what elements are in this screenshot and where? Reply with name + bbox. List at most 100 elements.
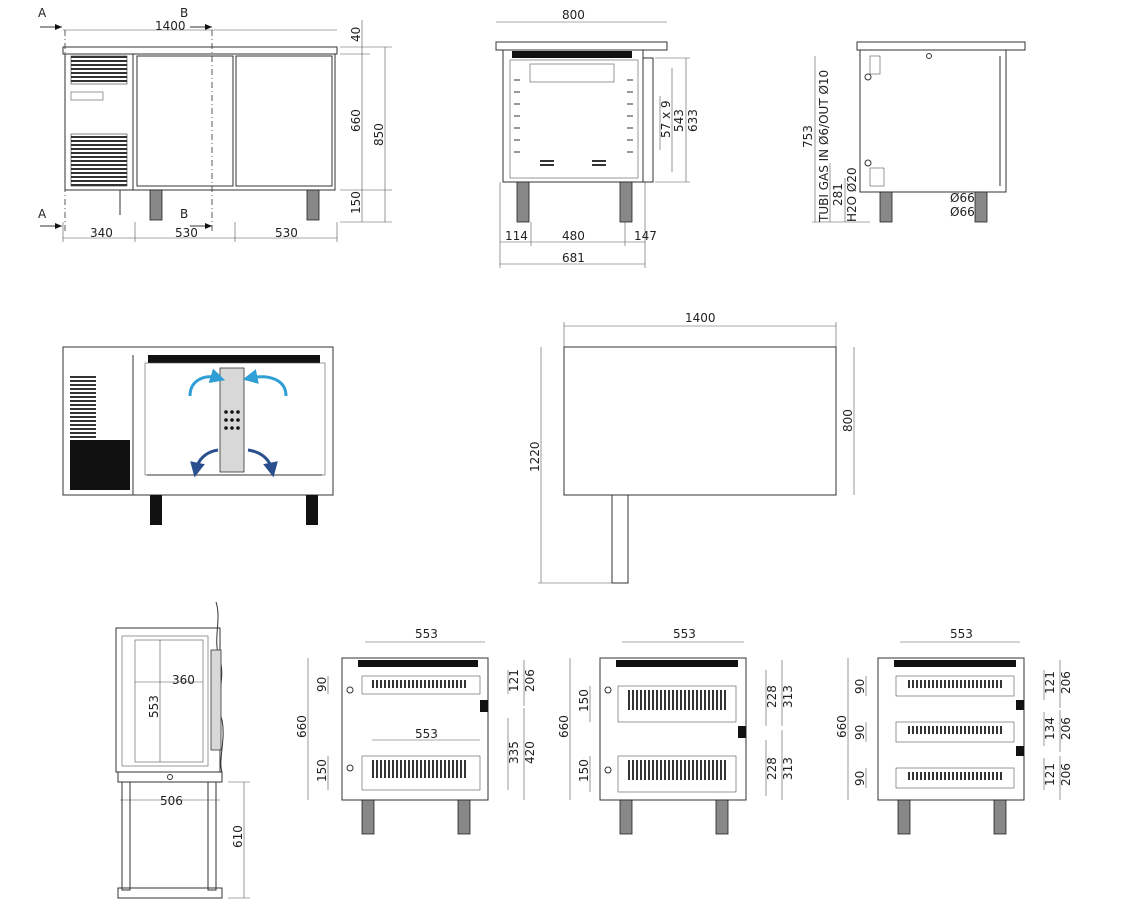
leg bbox=[306, 495, 318, 525]
control-panel bbox=[70, 91, 104, 101]
airflow-arrow-bottom-left-icon bbox=[190, 448, 219, 478]
dim-total-850: 850 bbox=[372, 123, 386, 146]
dim-body-660: 660 bbox=[349, 109, 363, 132]
dim-206c: 206 bbox=[1059, 763, 1073, 786]
dim-90c: 90 bbox=[853, 771, 867, 786]
section-b-label-bottom: B bbox=[180, 207, 188, 221]
leg bbox=[715, 799, 729, 835]
dim-121a: 121 bbox=[1043, 671, 1057, 694]
rear-body bbox=[859, 49, 1007, 193]
dim-506: 506 bbox=[160, 794, 183, 808]
section-inner bbox=[121, 635, 209, 767]
section-a-label-top: A bbox=[38, 6, 47, 20]
dim-753: 753 bbox=[801, 125, 815, 148]
evaporator-bar bbox=[894, 660, 1016, 667]
airflow-arrow-top-left-icon bbox=[188, 368, 226, 397]
arrow-icon bbox=[205, 24, 212, 30]
dim-134: 134 bbox=[1043, 717, 1057, 740]
dim-206a: 206 bbox=[1059, 671, 1073, 694]
dim-150: 150 bbox=[315, 759, 329, 782]
vent-grill-top-icon bbox=[70, 55, 128, 85]
dim-543: 543 bbox=[672, 109, 686, 132]
dim-top-553: 553 bbox=[673, 627, 696, 641]
airflow-cutaway-view bbox=[62, 346, 334, 525]
front-view: A B A B 1400 40 bbox=[38, 6, 392, 242]
water-connection-icon bbox=[864, 159, 872, 167]
dim-660: 660 bbox=[835, 715, 849, 738]
drawer-bottom bbox=[895, 767, 1015, 789]
drawer-grid-icon bbox=[372, 760, 468, 778]
screw-icon bbox=[926, 53, 932, 59]
leg bbox=[993, 799, 1007, 835]
drawer-grid-icon bbox=[628, 760, 726, 780]
drawer-config-2: 553 660 150 150 228 313 228 313 bbox=[557, 627, 795, 835]
drawer-grid-icon bbox=[906, 680, 1004, 688]
dim-150a: 150 bbox=[577, 689, 591, 712]
dim-281: 281 bbox=[831, 183, 845, 206]
dim-660: 660 bbox=[295, 715, 309, 738]
section-b-label-top: B bbox=[180, 6, 188, 20]
drawer-slide bbox=[480, 700, 488, 712]
dim-w-340: 340 bbox=[90, 226, 113, 240]
leg bbox=[879, 191, 893, 223]
dim-610: 610 bbox=[231, 825, 245, 848]
leg bbox=[306, 189, 320, 221]
dim-420: 420 bbox=[523, 741, 537, 764]
drawer-slide bbox=[1016, 700, 1024, 710]
dim-121b: 121 bbox=[1043, 763, 1057, 786]
drawer-grid-icon bbox=[628, 690, 726, 710]
leg bbox=[361, 799, 375, 835]
base-post-left bbox=[121, 781, 131, 891]
drawer-middle bbox=[895, 721, 1015, 743]
base-post-right bbox=[207, 781, 217, 891]
drawer-large bbox=[361, 755, 481, 791]
dim-w-530a: 530 bbox=[175, 226, 198, 240]
dim-206: 206 bbox=[523, 669, 537, 692]
dim-top-553: 553 bbox=[415, 627, 438, 641]
door-right bbox=[235, 55, 333, 187]
dim-633: 633 bbox=[686, 109, 700, 132]
drawer-grid-icon bbox=[372, 680, 468, 688]
dim-228b: 228 bbox=[765, 757, 779, 780]
arrow-icon bbox=[55, 24, 62, 30]
side-worktop bbox=[495, 41, 668, 51]
handle-icon bbox=[604, 766, 612, 774]
section-a-label-bottom: A bbox=[38, 207, 47, 221]
gas-connection-icon bbox=[864, 73, 872, 81]
evaporator-box bbox=[529, 63, 615, 83]
drawer-cabinet bbox=[877, 657, 1025, 801]
door-profile bbox=[642, 57, 654, 183]
dim-681: 681 bbox=[562, 251, 585, 265]
dim-top-40: 40 bbox=[349, 27, 363, 42]
plan-door-open bbox=[611, 494, 629, 584]
dim-90b: 90 bbox=[853, 725, 867, 740]
airflow-arrow-top-right-icon bbox=[242, 369, 288, 397]
dim-150b: 150 bbox=[577, 759, 591, 782]
leg bbox=[619, 181, 633, 223]
drawer-top bbox=[895, 675, 1015, 697]
drawer-config-3: 553 660 90 90 90 121 206 134 206 121 206 bbox=[835, 627, 1073, 835]
drawer-grid-icon bbox=[906, 772, 1004, 780]
dim-313a: 313 bbox=[781, 685, 795, 708]
section-compartment bbox=[134, 639, 204, 763]
drawer-upper bbox=[617, 685, 737, 723]
arrow-icon bbox=[205, 223, 212, 229]
dim-width-1400: 1400 bbox=[155, 19, 186, 33]
rail-ticks-left bbox=[514, 79, 520, 153]
dim-553: 553 bbox=[147, 695, 161, 718]
label-tubi-gas: TUBI GAS IN Ø6/OUT Ø10 bbox=[817, 70, 831, 223]
handle-icon bbox=[346, 764, 354, 772]
door-left bbox=[136, 55, 234, 187]
leg bbox=[974, 191, 988, 223]
drawer-config-1: 553 553 660 90 150 121 206 335 420 bbox=[295, 627, 537, 835]
dim-660: 660 bbox=[557, 715, 571, 738]
arrow-icon bbox=[55, 223, 62, 229]
vent-grill-bottom-icon bbox=[70, 133, 128, 187]
handle-icon bbox=[346, 686, 354, 694]
dim-360: 360 bbox=[172, 673, 195, 687]
leg bbox=[149, 189, 163, 221]
base-top bbox=[117, 771, 223, 783]
drawer-grid-icon bbox=[906, 726, 1004, 734]
leg bbox=[150, 495, 162, 525]
rear-worktop bbox=[856, 41, 1026, 51]
